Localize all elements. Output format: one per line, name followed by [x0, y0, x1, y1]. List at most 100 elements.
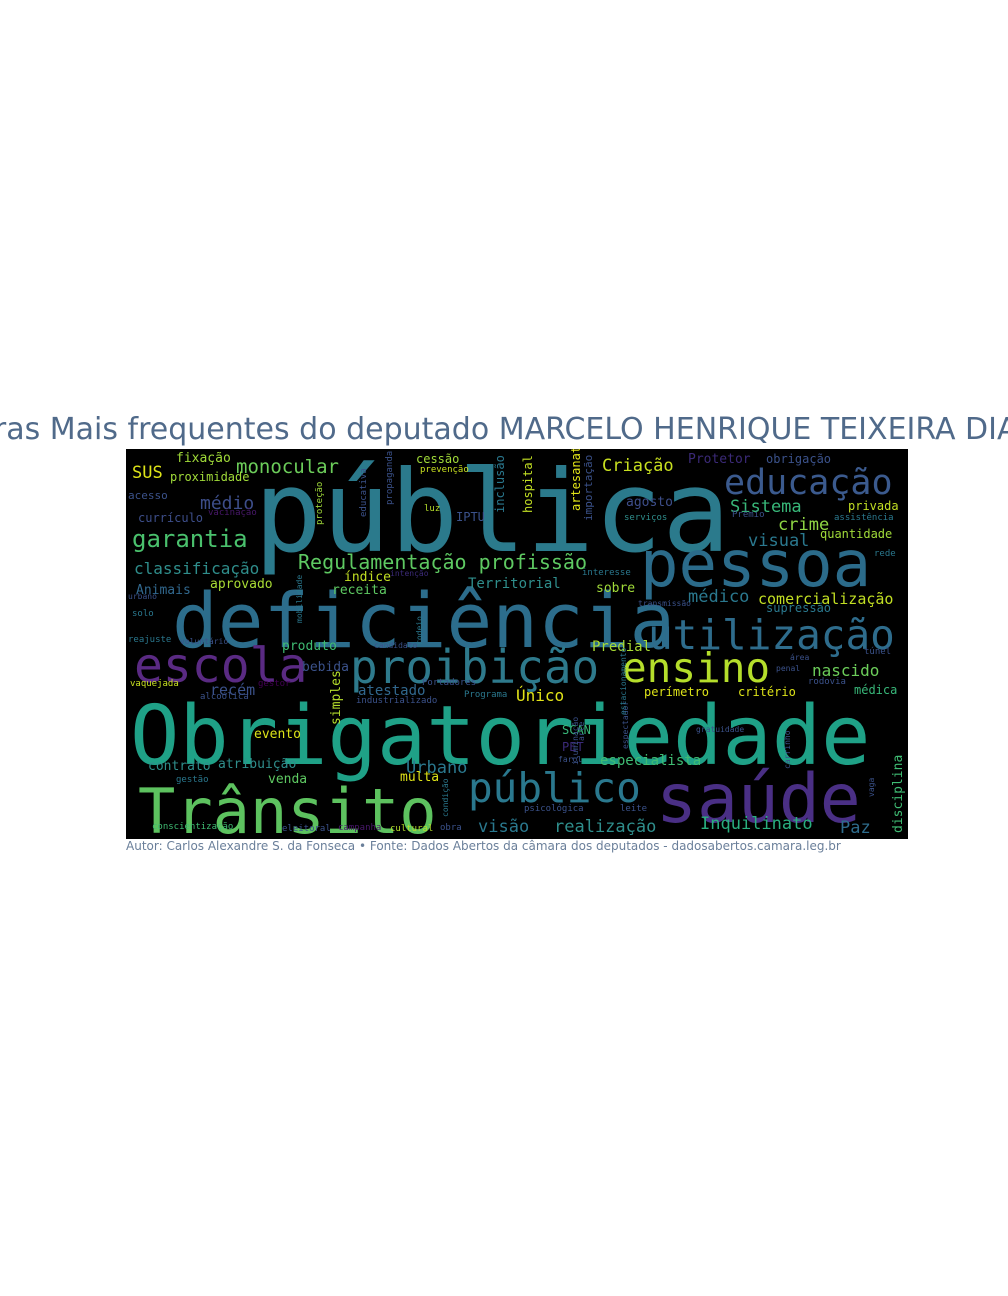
word-8: utilização — [648, 611, 895, 659]
word-68: SCAN — [562, 723, 591, 737]
word-23: SUS — [132, 463, 163, 483]
word-65: atribuição — [218, 757, 296, 772]
chart-caption: Autor: Carlos Alexandre S. da Fonseca • … — [126, 839, 841, 853]
word-11: educação — [724, 463, 893, 503]
word-27: realização — [554, 817, 656, 837]
word-83: campanha — [338, 823, 381, 833]
word-112: rodeio — [415, 616, 424, 645]
word-25: Inquilinato — [700, 814, 813, 834]
word-75: hospital — [521, 455, 535, 513]
word-1: Obrigatoriedade — [130, 689, 871, 784]
word-60: produto — [282, 639, 337, 654]
word-47: fixação — [176, 451, 231, 466]
word-108: arte — [577, 722, 586, 741]
word-4: saúde — [656, 760, 861, 839]
word-88: alcoólica — [200, 691, 249, 702]
word-98: proteção — [315, 482, 325, 525]
word-62: simples — [329, 670, 344, 725]
word-20: médico — [688, 587, 749, 607]
word-90: gestor — [258, 679, 291, 689]
word-80: industrializado — [356, 696, 437, 706]
word-107: farol — [558, 755, 582, 764]
word-39: aprovado — [210, 577, 273, 592]
word-43: obrigação — [766, 452, 831, 466]
word-44: privada — [848, 499, 899, 513]
word-41: agosto — [626, 495, 673, 510]
word-14: monocular — [236, 456, 339, 478]
word-116: carrinho — [783, 730, 792, 769]
word-87: leite — [620, 804, 647, 814]
word-71: critério — [738, 685, 796, 699]
word-82: eleitoral — [282, 824, 331, 834]
word-30: Único — [516, 686, 564, 705]
word-38: Animais — [136, 583, 191, 598]
word-56: serviços — [624, 513, 667, 523]
word-6: escola — [134, 638, 307, 694]
word-64: contrato — [148, 759, 211, 774]
word-55: IPTU — [456, 510, 485, 524]
word-42: Protetor — [688, 452, 751, 467]
word-105: área — [790, 653, 809, 662]
word-92: solo — [132, 609, 154, 619]
word-76: artesanato — [569, 449, 583, 511]
word-93: urbano — [128, 592, 157, 601]
word-99: intenção — [390, 569, 429, 578]
word-106: gratuidade — [696, 725, 744, 734]
word-7: proibição — [350, 640, 599, 694]
word-15: classificação — [134, 559, 259, 578]
word-32: atestado — [358, 683, 425, 699]
word-81: conscientização — [152, 822, 233, 832]
word-16: médio — [200, 493, 254, 514]
word-34: especialista — [600, 753, 701, 769]
word-115: estacionamento — [619, 647, 628, 715]
word-85: obra — [440, 823, 462, 833]
word-110: iluminação — [571, 717, 580, 765]
word-91: reajuste — [128, 635, 171, 645]
word-72: médica — [854, 683, 897, 697]
word-79: Portadores — [422, 678, 476, 688]
word-31: recém — [210, 681, 255, 699]
word-61: bebida — [302, 660, 349, 675]
word-24: Urbano — [406, 758, 467, 778]
word-46: supressão — [766, 601, 831, 615]
word-50: prevenção — [420, 465, 469, 475]
word-48: proximidade — [170, 470, 249, 484]
word-77: importação — [582, 455, 595, 521]
word-3: pessoa — [640, 528, 871, 602]
word-37: receita — [332, 583, 387, 598]
word-66: venda — [268, 772, 307, 787]
word-63: evento — [254, 727, 301, 742]
word-18: crime — [778, 515, 829, 535]
word-33: Predial — [592, 639, 651, 655]
word-84: cultural — [390, 824, 433, 834]
word-67: multa — [400, 770, 439, 785]
chart-title-text: Palavras Mais frequentes do deputado MAR… — [0, 412, 1008, 447]
chart-title: Palavras Mais frequentes do deputado MAR… — [0, 410, 1008, 450]
word-86: psicológica — [524, 803, 584, 814]
word-45: quantidade — [820, 527, 892, 541]
word-22: Criação — [602, 456, 674, 476]
word-54: luz — [424, 504, 440, 514]
word-102: penal — [776, 664, 800, 673]
word-36: índice — [344, 570, 391, 585]
word-51: acesso — [128, 489, 168, 502]
word-103: rodovia — [808, 677, 846, 687]
word-19: visual — [748, 531, 809, 551]
word-78: Programa — [464, 690, 507, 700]
word-cloud-canvas: públicaObrigatoriedadedeficiênciapessoas… — [128, 449, 906, 839]
word-52: currículo — [138, 511, 203, 525]
word-35: Territorial — [468, 576, 561, 592]
word-0: pública — [254, 449, 730, 578]
word-109: espectador — [621, 701, 630, 749]
word-21: comercialização — [758, 590, 893, 608]
word-96: educativa — [359, 468, 369, 517]
word-29: nascido — [812, 661, 879, 680]
word-13: garantia — [132, 525, 248, 553]
word-114: voluntário — [180, 637, 228, 646]
word-74: inclusão — [493, 455, 507, 513]
word-9: ensino — [622, 644, 770, 692]
word-69: PET — [562, 740, 584, 754]
word-49: cessão — [416, 452, 459, 466]
word-57: Prêmio — [732, 509, 765, 520]
